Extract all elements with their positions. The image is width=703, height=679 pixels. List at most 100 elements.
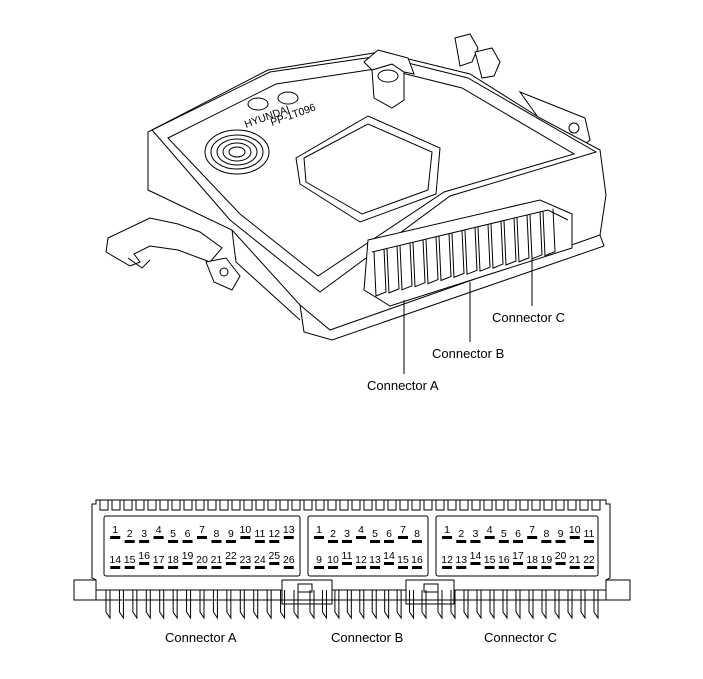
- latch-bump: [195, 500, 205, 511]
- latch-bump: [123, 500, 133, 511]
- pin-marker: [470, 540, 481, 543]
- cavity-b: [307, 515, 429, 577]
- pin-marker: [283, 566, 294, 569]
- pin-a-1: 1: [112, 524, 118, 536]
- right-flange: [605, 579, 631, 601]
- latch-bump: [519, 500, 529, 511]
- latch-bump: [183, 500, 193, 511]
- pin-marker: [269, 562, 280, 565]
- pin-a-12: 12: [268, 528, 280, 540]
- pin-marker: [384, 562, 394, 565]
- pin-a-4: 4: [156, 524, 162, 536]
- pin-marker: [513, 540, 523, 543]
- terminal-lead: [528, 590, 534, 620]
- pin-marker: [328, 540, 338, 543]
- pin-marker: [182, 540, 193, 543]
- pin-marker: [442, 566, 453, 569]
- pin-b-1: 1: [316, 524, 322, 536]
- pin-c-17: 17: [512, 550, 524, 562]
- terminal-leads: [105, 590, 599, 620]
- terminal-lead: [309, 590, 315, 620]
- pin-marker: [182, 562, 193, 565]
- pin-marker: [569, 566, 580, 569]
- latch-bump: [555, 500, 565, 511]
- terminal-lead: [502, 590, 508, 620]
- pin-a-20: 20: [196, 554, 208, 566]
- pin-c-19: 19: [541, 554, 553, 566]
- latch-bump: [339, 500, 349, 511]
- pin-marker: [211, 540, 222, 543]
- pin-a-26: 26: [283, 554, 295, 566]
- latch-bump: [315, 500, 325, 511]
- pin-c-2: 2: [458, 528, 464, 540]
- terminal-lead: [421, 590, 427, 620]
- pin-marker: [583, 540, 594, 543]
- pin-b-10: 10: [327, 554, 339, 566]
- terminal-lead: [226, 590, 232, 620]
- pin-a-17: 17: [153, 554, 165, 566]
- pin-marker: [555, 540, 566, 543]
- terminal-lead: [580, 590, 586, 620]
- pin-c-16: 16: [498, 554, 510, 566]
- latch-bump: [495, 500, 505, 511]
- pin-marker: [456, 566, 467, 569]
- terminal-lead: [450, 590, 456, 620]
- pin-marker: [370, 540, 380, 543]
- pin-a-19: 19: [182, 550, 194, 562]
- pin-marker: [583, 566, 594, 569]
- housing-rib: [516, 214, 530, 263]
- terminal-lead: [463, 590, 469, 620]
- pin-c-3: 3: [473, 528, 479, 540]
- terminal-lead: [280, 590, 286, 620]
- pin-b-16: 16: [411, 554, 423, 566]
- terminal-lead: [346, 590, 352, 620]
- latch-bump: [591, 500, 601, 511]
- terminal-lead: [489, 590, 495, 620]
- latch-bump: [351, 500, 361, 511]
- latch-bump: [99, 500, 109, 511]
- pin-c-20: 20: [555, 550, 567, 562]
- terminal-lead: [321, 590, 327, 620]
- terminal-lead: [371, 590, 377, 620]
- pin-marker: [110, 566, 121, 569]
- terminal-lead: [567, 590, 573, 620]
- pin-marker: [370, 566, 380, 569]
- latch-bump: [543, 500, 553, 511]
- pin-c-4: 4: [487, 524, 493, 536]
- latch-bump: [399, 500, 409, 511]
- pin-marker: [240, 566, 251, 569]
- pin-marker: [513, 562, 523, 565]
- pin-marker: [197, 566, 207, 569]
- pin-marker: [555, 562, 566, 565]
- top-label-connector-c: Connector C: [492, 310, 565, 325]
- pin-b-6: 6: [386, 528, 392, 540]
- latch-bump: [411, 500, 421, 511]
- pin-b-2: 2: [330, 528, 336, 540]
- pin-marker: [139, 562, 150, 565]
- terminal-lead: [105, 590, 111, 620]
- latch-bump: [363, 500, 373, 511]
- brand-logo-2: [277, 91, 299, 105]
- terminal-lead: [145, 590, 151, 620]
- cavity-a: [103, 515, 301, 577]
- terminal-lead: [212, 590, 218, 620]
- pin-marker: [470, 562, 481, 565]
- terminal-lead: [554, 590, 560, 620]
- latch-bump: [303, 500, 313, 511]
- latch-bump: [111, 500, 121, 511]
- pin-a-14: 14: [109, 554, 121, 566]
- pin-c-14: 14: [470, 550, 482, 562]
- pin-a-21: 21: [211, 554, 223, 566]
- pin-c-1: 1: [444, 524, 450, 536]
- pin-c-22: 22: [583, 554, 595, 566]
- latch-bump: [567, 500, 577, 511]
- pin-marker: [498, 540, 509, 543]
- pin-a-16: 16: [138, 550, 150, 562]
- latch-bumps: [99, 500, 601, 511]
- pin-marker: [456, 540, 467, 543]
- pin-marker: [283, 536, 294, 539]
- pin-marker: [153, 536, 164, 539]
- latch-bump: [255, 500, 265, 511]
